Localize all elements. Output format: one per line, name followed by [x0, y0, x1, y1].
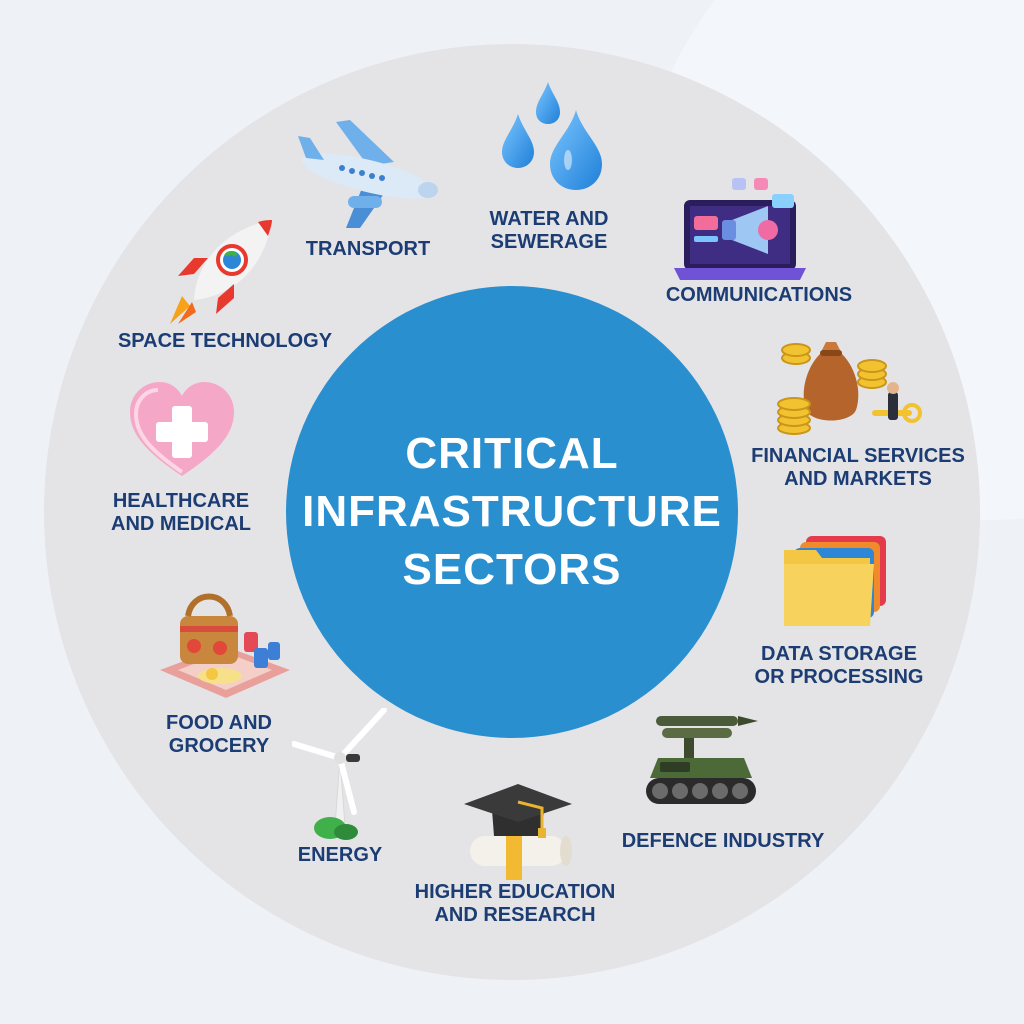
- folder-icon: [780, 530, 890, 630]
- sector-label-transport: TRANSPORT: [306, 238, 430, 261]
- picnic-basket-icon: [158, 586, 294, 702]
- sector-label-line: FOOD AND: [166, 712, 272, 734]
- laptop-megaphone-icon: [672, 176, 812, 280]
- sector-label-line: DEFENCE INDUSTRY: [621, 830, 825, 852]
- sector-label-space-technology: SPACE TECHNOLOGY: [118, 330, 332, 353]
- sector-label-line: HEALTHCARE: [112, 490, 250, 512]
- center-circle: [286, 286, 738, 738]
- sector-label-defence-industry: DEFENCE INDUSTRY: [622, 830, 825, 853]
- sector-label-line: SEWERAGE: [490, 231, 608, 253]
- center-title: CRITICAL INFRASTRUCTURE SECTORS: [286, 286, 738, 738]
- rocket-icon: [168, 214, 278, 326]
- sector-label-line: WATER AND: [489, 208, 609, 230]
- sector-label-line: COMMUNICATIONS: [665, 284, 853, 306]
- center-title-line: CRITICAL: [405, 429, 619, 478]
- sector-label-line: TRANSPORT: [305, 238, 431, 260]
- airplane-icon: [296, 118, 441, 230]
- sector-label-food-and-grocery: FOOD AND GROCERY: [166, 712, 272, 758]
- sector-label-line: SPACE TECHNOLOGY: [117, 330, 333, 352]
- sector-label-data-storage: DATA STORAGE OR PROCESSING: [755, 643, 924, 689]
- sector-label-higher-education: HIGHER EDUCATION AND RESEARCH: [415, 881, 616, 927]
- center-title-line: SECTORS: [402, 545, 622, 594]
- heart-cross-icon: [126, 380, 238, 480]
- money-bag-coins-icon: [776, 328, 922, 442]
- wind-turbine-icon: [292, 708, 388, 840]
- sector-label-line: HIGHER EDUCATION: [414, 881, 616, 903]
- sector-label-energy: ENERGY: [298, 844, 382, 867]
- sector-label-line: AND MARKETS: [784, 468, 932, 490]
- sector-label-healthcare: HEALTHCARE AND MEDICAL: [111, 490, 251, 536]
- sector-label-water-and-sewerage: WATER AND SEWERAGE: [490, 208, 609, 254]
- graduation-cap-diploma-icon: [462, 780, 574, 880]
- sector-label-line: FINANCIAL SERVICES: [751, 445, 965, 467]
- sector-label-line: OR PROCESSING: [754, 666, 924, 688]
- sector-label-line: AND MEDICAL: [111, 513, 251, 535]
- sector-label-line: GROCERY: [168, 735, 270, 757]
- missile-tank-icon: [640, 712, 764, 820]
- sector-label-financial-services: FINANCIAL SERVICES AND MARKETS: [751, 445, 965, 491]
- center-title-line: INFRASTRUCTURE: [302, 487, 722, 536]
- sector-label-line: ENERGY: [297, 844, 383, 866]
- sector-label-communications: COMMUNICATIONS: [666, 284, 852, 307]
- sector-label-line: DATA STORAGE: [761, 643, 917, 665]
- sector-label-line: AND RESEARCH: [434, 904, 596, 926]
- water-drops-icon: [498, 80, 608, 192]
